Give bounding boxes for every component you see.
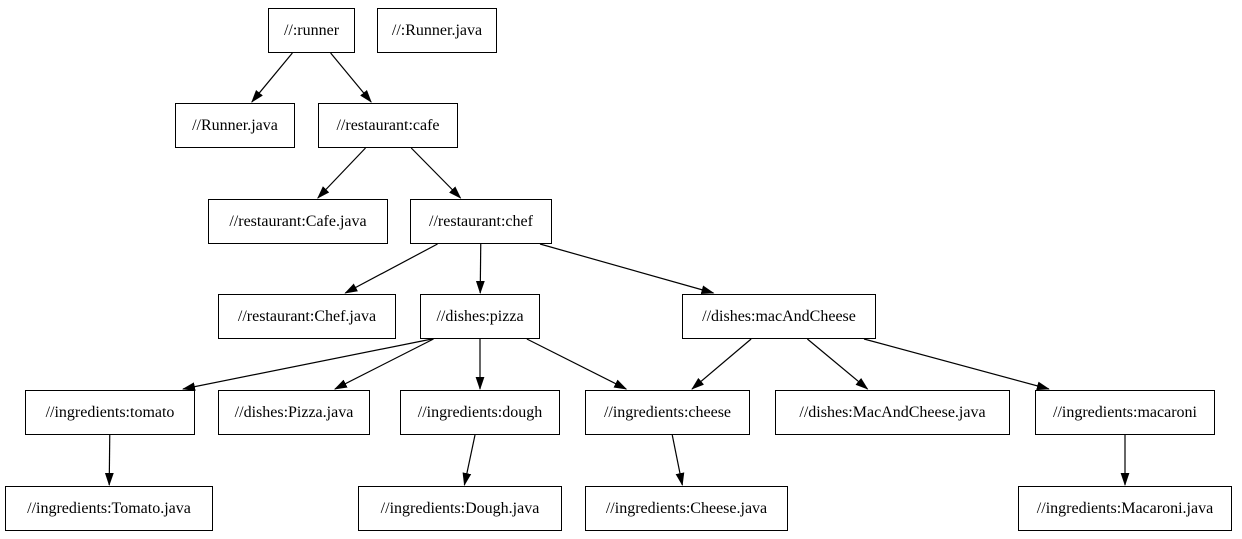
graph-node-mac-and-cheese-java: //dishes:MacAndCheese.java [775,390,1010,435]
graph-node-pizza: //dishes:pizza [420,294,540,339]
graph-node-tomato-java: //ingredients:Tomato.java [5,486,213,531]
graph-edge-chef-to-pizza [475,243,485,294]
graph-edge-mac-and-cheese-to-macaroni [863,338,1050,391]
graph-node-tomato: //ingredients:tomato [25,390,195,435]
graph-edge-mac-and-cheese-to-mac-and-cheese-java [806,338,869,390]
graph-edge-tomato-to-tomato-java [104,434,114,486]
graph-edge-chef-to-chef-java [344,243,438,294]
graph-node-cheese: //ingredients:cheese [585,390,750,435]
graph-node-runner-java: //Runner.java [175,103,295,148]
graph-node-macaroni: //ingredients:macaroni [1035,390,1215,435]
graph-edge-dough-to-dough-java [462,434,476,486]
graph-edge-pizza-to-tomato [182,338,433,391]
graph-node-pizza-java: //dishes:Pizza.java [218,390,370,435]
graph-edge-cafe-to-cafe-java [317,147,366,199]
graph-node-runner: //:runner [268,8,355,53]
graph-node-cheese-java: //ingredients:Cheese.java [585,486,788,531]
graph-edge-cheese-to-cheese-java [671,434,685,486]
graph-node-mac-and-cheese: //dishes:macAndCheese [682,294,876,339]
graph-edge-runner-to-runner-java [251,52,293,103]
graph-node-chef-java: //restaurant:Chef.java [218,294,396,339]
graph-node-cafe-java: //restaurant:Cafe.java [208,199,388,244]
graph-node-root-runner-java: //:Runner.java [377,8,497,53]
graph-edge-pizza-to-pizza-java [334,338,434,390]
graph-node-dough: //ingredients:dough [400,390,560,435]
graph-edge-cafe-to-chef [410,147,462,199]
graph-edge-mac-and-cheese-to-cheese [691,338,752,390]
graph-edge-runner-to-cafe [330,52,372,103]
graph-node-chef: //restaurant:chef [410,199,552,244]
graph-node-cafe: //restaurant:cafe [318,103,458,148]
graph-node-macaroni-java: //ingredients:Macaroni.java [1018,486,1232,531]
graph-edge-chef-to-mac-and-cheese [539,243,715,294]
graph-node-dough-java: //ingredients:Dough.java [358,486,562,531]
graph-edge-pizza-to-cheese [526,338,628,390]
